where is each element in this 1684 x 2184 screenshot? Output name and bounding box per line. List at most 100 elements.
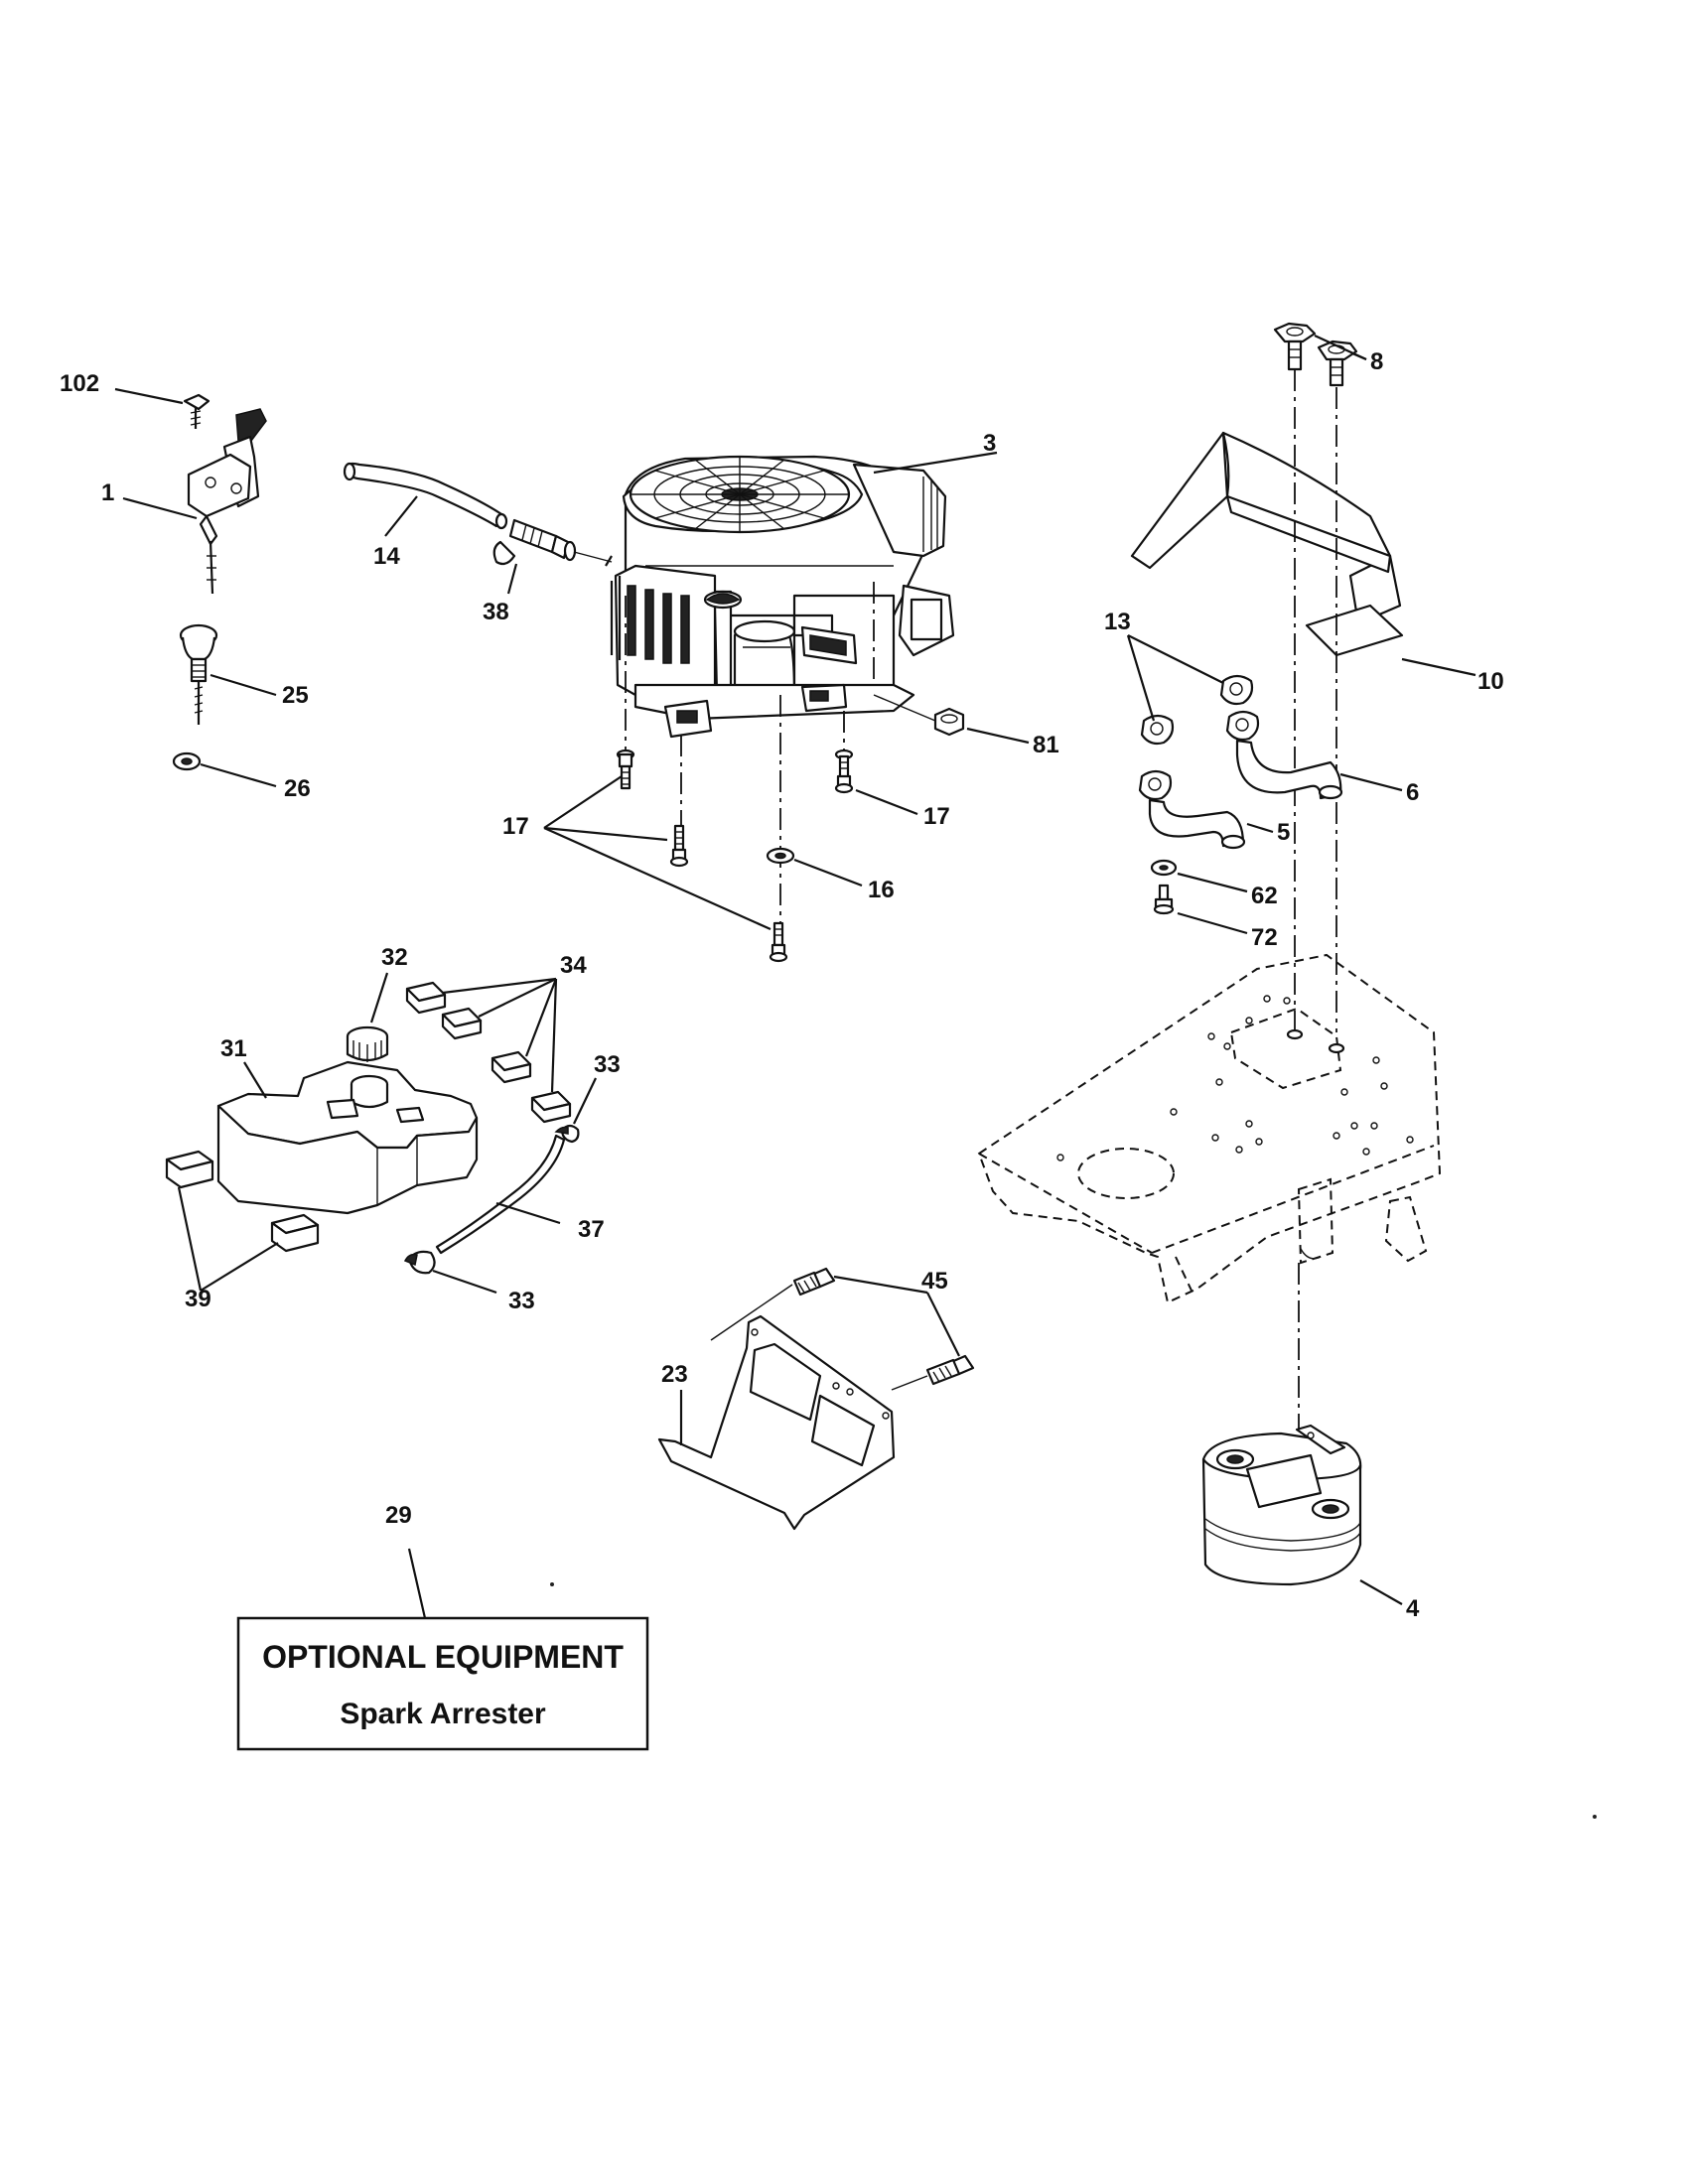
- leader-39-a: [177, 1186, 203, 1292]
- callout-3: 3: [983, 430, 996, 457]
- leader-31: [243, 1061, 267, 1099]
- leader-17-a3: [543, 826, 772, 931]
- exhaust-pipe-6-part: [1225, 710, 1343, 800]
- callout-33-bottom: 33: [508, 1288, 535, 1314]
- bolt-45-axis-b: [891, 1375, 928, 1391]
- guard-plate-23-part: [657, 1314, 896, 1531]
- bolts-17-part: [616, 749, 854, 963]
- choke-knob-part: [172, 623, 218, 771]
- bolts-8-part: [1273, 322, 1358, 387]
- leader-81: [966, 727, 1030, 745]
- callout-29: 29: [385, 1502, 412, 1529]
- leader-1: [122, 496, 198, 520]
- leader-17-b: [855, 788, 918, 816]
- heat-shield-part: [1130, 431, 1404, 657]
- leader-5: [1246, 822, 1274, 834]
- callout-10: 10: [1477, 668, 1504, 695]
- leader-25: [210, 673, 277, 697]
- leader-34-b: [478, 978, 557, 1018]
- leader-14: [384, 495, 418, 537]
- callout-1: 1: [101, 479, 114, 506]
- leader-34-d: [550, 978, 558, 1093]
- callout-39: 39: [185, 1286, 211, 1312]
- leader-37: [495, 1201, 561, 1225]
- leader-62: [1177, 872, 1248, 893]
- callout-17-right: 17: [923, 803, 950, 830]
- callout-8: 8: [1370, 348, 1383, 375]
- callout-26: 26: [284, 775, 311, 802]
- leader-17-a1: [543, 775, 623, 829]
- optional-equipment-box: [236, 1616, 649, 1751]
- air-cleaner-cover-31-part: [216, 1060, 479, 1215]
- callout-23: 23: [661, 1361, 688, 1388]
- stray-dot: [550, 1582, 554, 1586]
- hose-37-part: [435, 1134, 566, 1255]
- fuel-filter-part: [492, 518, 613, 566]
- leader-45-b: [926, 1292, 960, 1357]
- clamp-33-top-part: [554, 1124, 580, 1144]
- callout-45: 45: [921, 1268, 948, 1295]
- callout-5: 5: [1277, 819, 1290, 846]
- leader-13-a: [1127, 634, 1224, 684]
- bolt-45-axis-a: [710, 1284, 793, 1341]
- throttle-control-part: [183, 393, 267, 595]
- leader-45-a: [833, 1275, 928, 1295]
- optional-equipment-title: OPTIONAL EQUIPMENT: [262, 1639, 624, 1675]
- leader-26: [200, 762, 277, 788]
- leader-34-a: [442, 977, 557, 995]
- leader-38: [506, 563, 518, 595]
- callout-37: 37: [578, 1216, 605, 1243]
- leader-39-b: [200, 1242, 279, 1292]
- gaskets-13-part: [1140, 674, 1254, 746]
- callout-16: 16: [868, 877, 895, 903]
- leader-16: [793, 858, 863, 887]
- bolts-45-part: [792, 1267, 975, 1386]
- leader-10: [1401, 657, 1476, 677]
- callout-62: 62: [1251, 883, 1278, 909]
- nut-81-part: [933, 707, 965, 737]
- leader-6: [1339, 772, 1403, 792]
- callout-34: 34: [560, 952, 587, 979]
- callout-81: 81: [1033, 732, 1059, 758]
- leader-34-c: [524, 978, 558, 1057]
- engine-part: [605, 455, 955, 739]
- callout-14: 14: [373, 543, 400, 570]
- leader-33-bottom: [432, 1269, 497, 1295]
- pads-34-part: [405, 981, 572, 1124]
- callout-6: 6: [1406, 779, 1419, 806]
- callout-31: 31: [220, 1035, 247, 1062]
- leader-4: [1359, 1579, 1403, 1605]
- stray-dot: [1593, 1815, 1597, 1819]
- leader-3: [873, 451, 998, 475]
- callout-38: 38: [483, 599, 509, 625]
- callout-33-top: 33: [594, 1051, 621, 1078]
- frame-part: [977, 953, 1442, 1304]
- bolt-72-part: [1153, 884, 1175, 915]
- leader-32: [369, 972, 389, 1024]
- callout-32: 32: [381, 944, 408, 971]
- leader-17-a2: [543, 826, 668, 842]
- nut-81-axis: [873, 694, 936, 722]
- exhaust-pipe-5-part: [1138, 769, 1246, 850]
- leader-29: [407, 1548, 427, 1619]
- fuel-line-part: [343, 462, 508, 530]
- callout-25: 25: [282, 682, 309, 709]
- pads-39-part: [165, 1150, 320, 1253]
- leader-13-b: [1126, 634, 1156, 722]
- knob-32-part: [346, 1025, 389, 1062]
- callout-72: 72: [1251, 924, 1278, 951]
- callout-17-left: 17: [502, 813, 529, 840]
- washer-62-part: [1150, 859, 1178, 877]
- callout-13: 13: [1104, 609, 1131, 635]
- leader-72: [1177, 911, 1248, 935]
- leader-8-b: [1351, 351, 1367, 361]
- callout-4: 4: [1406, 1595, 1420, 1622]
- leader-102: [114, 387, 184, 405]
- washer-16-part: [766, 847, 795, 865]
- muffler-part: [1201, 1424, 1362, 1586]
- optional-equipment-subtitle: Spark Arrester: [340, 1698, 546, 1730]
- clamp-33-bottom-part: [403, 1250, 436, 1275]
- leader-33-top: [573, 1077, 597, 1125]
- callout-102: 102: [60, 370, 99, 397]
